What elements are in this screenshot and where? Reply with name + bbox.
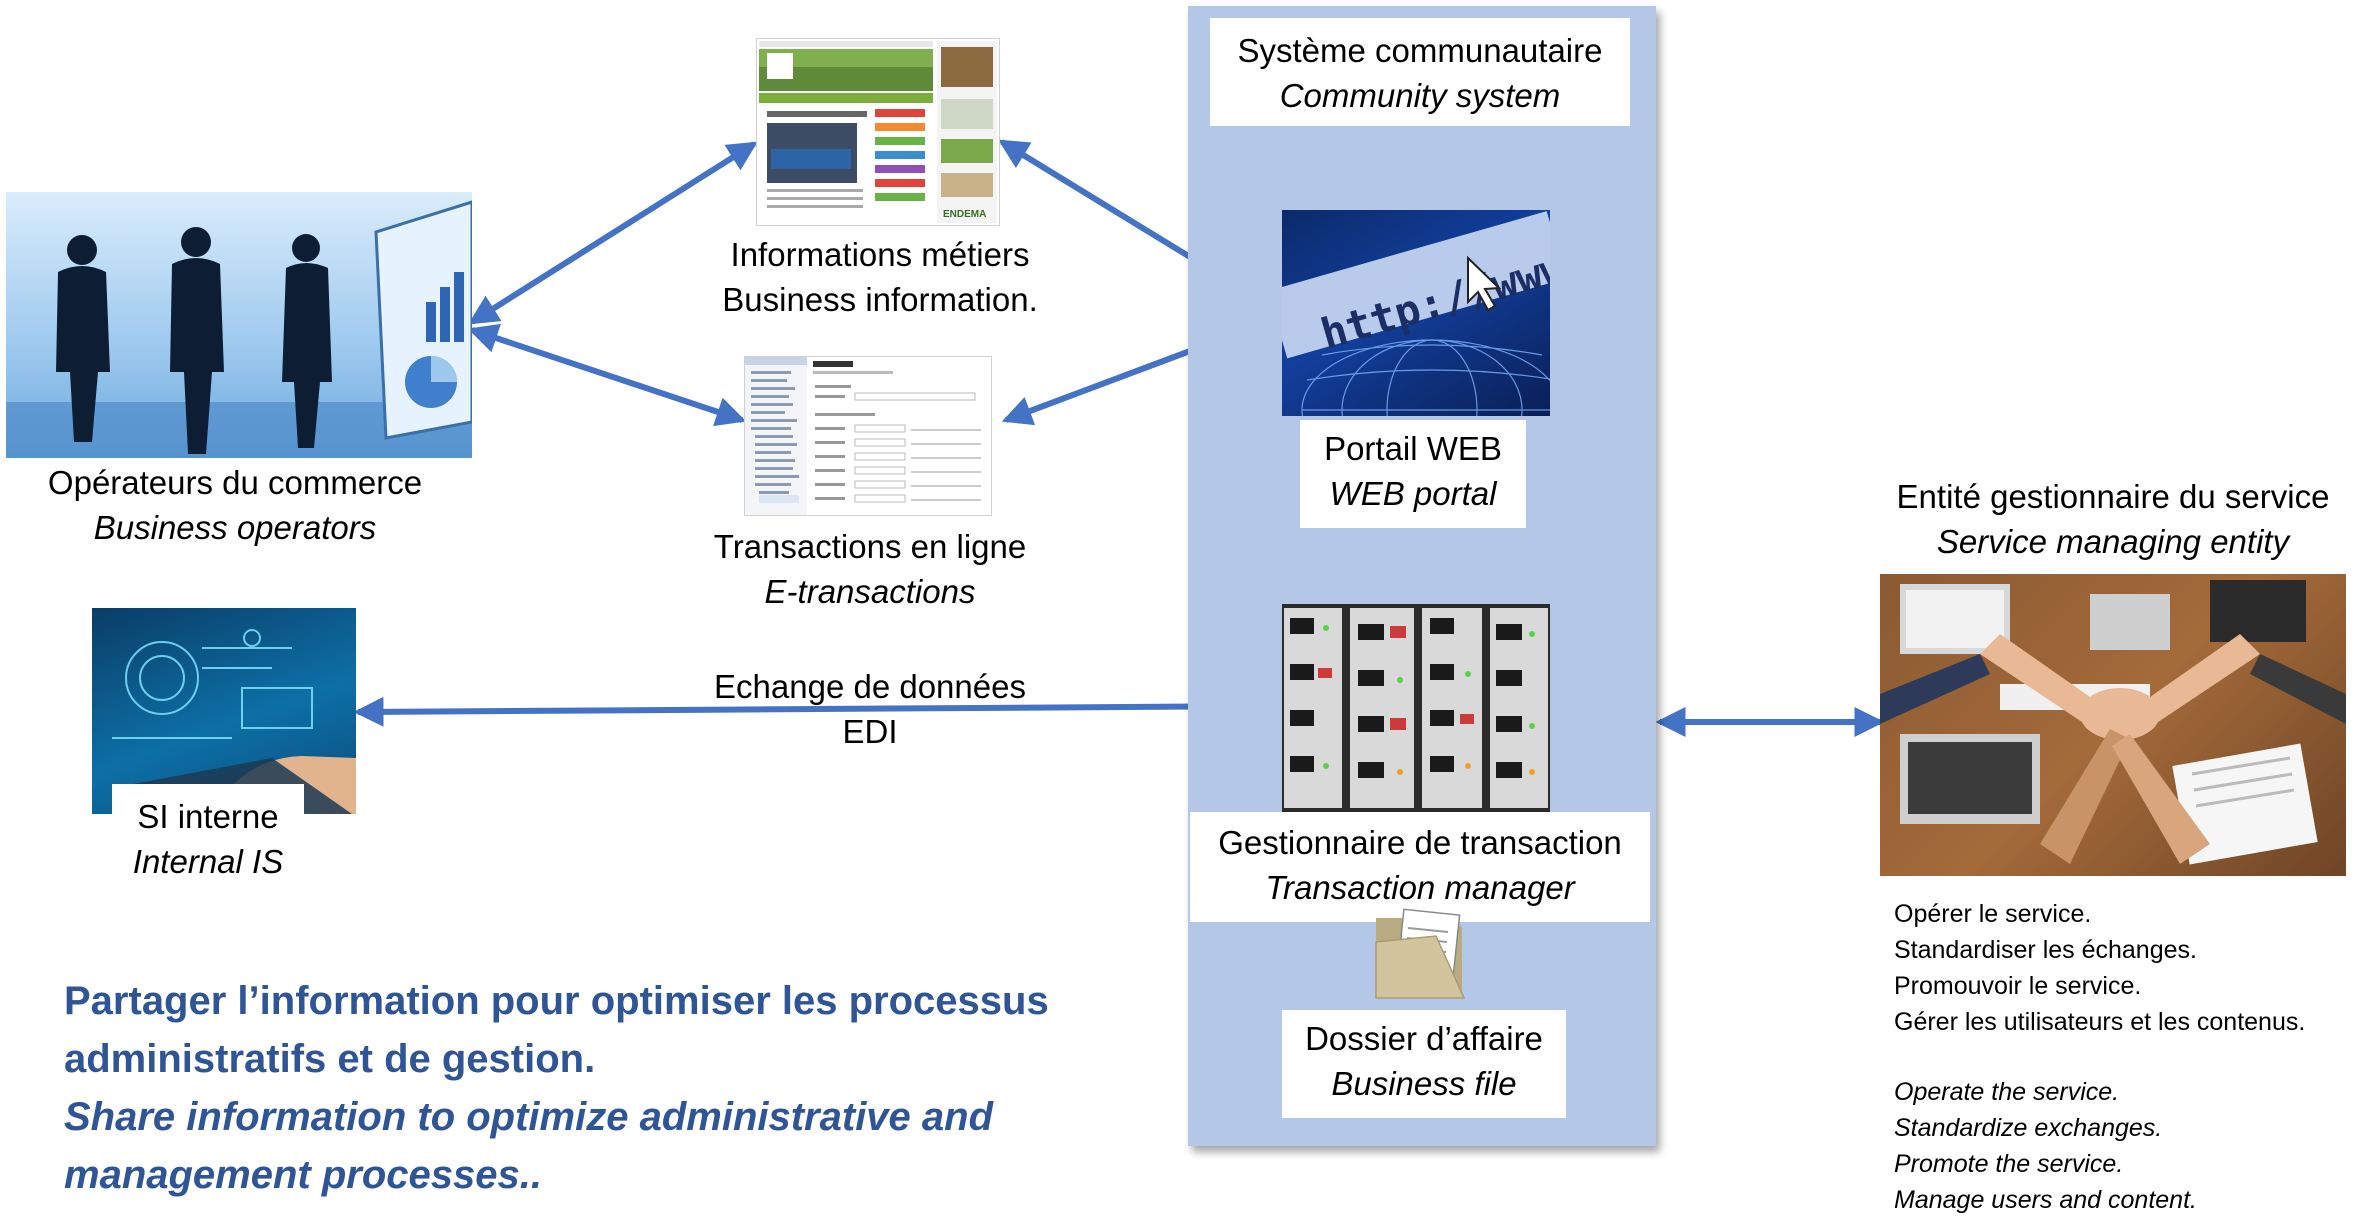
transaction-manager-label-fr: Gestionnaire de transaction xyxy=(1218,824,1622,861)
tagline-en-line2: management processes.. xyxy=(64,1153,542,1197)
e-transactions-form-thumbnail xyxy=(744,356,992,516)
service-entity-label-fr: Entité gestionnaire du service xyxy=(1896,478,2330,515)
service-tasks-list: Opérer le service. Standardiser les écha… xyxy=(1894,896,2305,1218)
task-fr-2: Standardiser les échanges. xyxy=(1894,936,2197,964)
internal-is-image xyxy=(92,608,356,814)
web-portal-label-en: WEB portal xyxy=(1329,475,1497,512)
community-system-title-en: Community system xyxy=(1279,77,1561,114)
business-file-label-box xyxy=(1282,1010,1566,1118)
edi-label-line2: EDI xyxy=(842,713,898,750)
task-fr-3: Promouvoir le service. xyxy=(1894,972,2142,1000)
internal-is-label-en: Internal IS xyxy=(132,843,284,880)
internal-is-label-fr: SI interne xyxy=(137,798,279,835)
business-file-label-fr: Dossier d’affaire xyxy=(1305,1020,1543,1057)
business-operators-image xyxy=(6,192,472,458)
arrow-operators-etransactions xyxy=(467,323,747,427)
arrow-operators-business-info xyxy=(468,141,758,325)
service-entity-teamwork-image xyxy=(1880,574,2346,876)
web-portal-label-box xyxy=(1300,420,1526,528)
business-information-website-thumbnail: ENDEMA xyxy=(756,38,1000,226)
community-system-title-fr: Système communautaire xyxy=(1237,32,1603,69)
task-fr-4: Gérer les utilisateurs et les contenus. xyxy=(1894,1008,2306,1036)
web-portal-label-fr: Portail WEB xyxy=(1324,430,1502,467)
service-entity-label-en: Service managing entity xyxy=(1936,523,2290,560)
tagline: Partager l’information pour optimiser le… xyxy=(64,972,1049,1204)
tagline-fr-line1: Partager l’information pour optimiser le… xyxy=(64,979,1049,1023)
transaction-manager-label-en: Transaction manager xyxy=(1265,869,1575,906)
transaction-manager-server-image xyxy=(1282,604,1550,814)
business-file-label-en: Business file xyxy=(1331,1065,1517,1102)
edi-label-line1: Echange de données xyxy=(714,668,1026,705)
folder-icon xyxy=(1370,906,1470,1006)
task-en-4: Manage users and content. xyxy=(1894,1186,2197,1214)
tagline-en-line1: Share information to optimize administra… xyxy=(64,1095,994,1139)
task-en-3: Promote the service. xyxy=(1894,1150,2124,1178)
business-operators-label-fr: Opérateurs du commerce xyxy=(47,464,423,501)
arrow-internal-is-edi xyxy=(353,691,1285,727)
web-portal-image: http://www xyxy=(1282,210,1550,416)
transaction-manager-label-box xyxy=(1190,812,1650,922)
endema-badge: ENDEMA xyxy=(943,209,986,220)
task-en-2: Standardize exchanges. xyxy=(1894,1114,2163,1142)
business-operators-label-en: Business operators xyxy=(93,509,377,546)
business-information-label-line1: Informations métiers xyxy=(730,236,1030,273)
tagline-fr-line2: administratifs et de gestion. xyxy=(64,1037,596,1081)
internal-is-label-box xyxy=(112,784,304,884)
business-information-label-line2: Business information. xyxy=(722,281,1038,318)
task-fr-1: Opérer le service. xyxy=(1894,900,2092,928)
task-en-1: Operate the service. xyxy=(1894,1078,2120,1106)
community-system-title-box xyxy=(1210,18,1630,126)
e-transactions-label-fr: Transactions en ligne xyxy=(713,528,1027,565)
e-transactions-label-en: E-transactions xyxy=(764,573,976,610)
